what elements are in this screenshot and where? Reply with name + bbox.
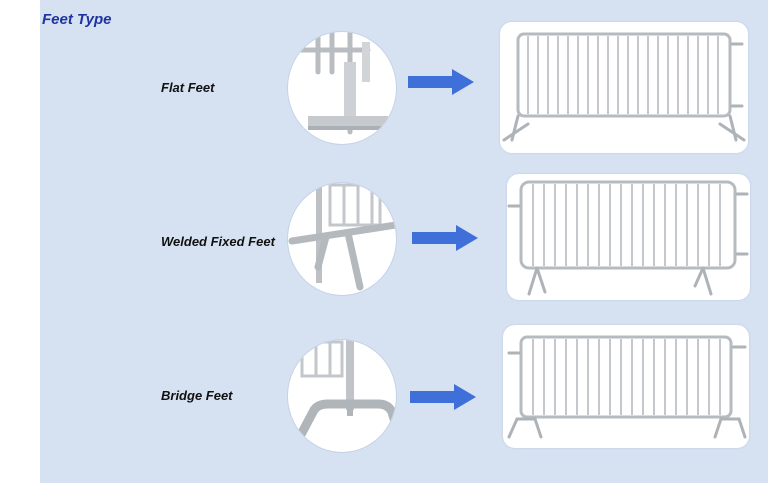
detail-circle-welded-fixed-feet [287,182,397,296]
barrier-image-flat-feet [502,32,746,142]
row-label-welded-fixed-feet: Welded Fixed Feet [161,234,275,249]
arrow-right-icon [408,69,474,95]
barrier-image-welded-fixed-feet [507,180,749,296]
fence-card-bridge-feet [503,325,749,448]
fence-card-welded-fixed-feet [507,174,750,300]
welded-feet-detail-image [288,183,396,291]
bridge-feet-detail-image [291,340,396,449]
row-label-bridge-feet: Bridge Feet [161,388,233,403]
detail-circle-bridge-feet [287,339,397,453]
fence-card-flat-feet [500,22,748,153]
flat-feet-detail-image [295,32,388,135]
barrier-image-bridge-feet [507,335,747,439]
row-label-flat-feet: Flat Feet [161,80,215,95]
section-title: Feet Type [42,11,112,28]
detail-circle-flat-feet [287,31,397,145]
arrow-right-icon [412,225,478,251]
arrow-right-icon [410,384,476,410]
